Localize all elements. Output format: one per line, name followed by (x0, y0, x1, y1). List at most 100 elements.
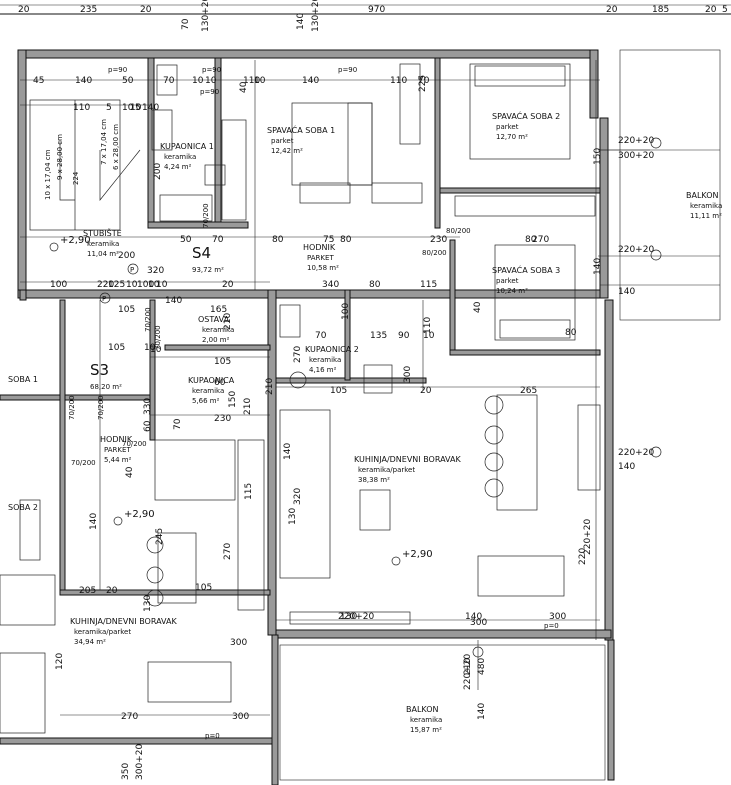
dimension: 125 (108, 280, 125, 290)
dimension: 130 (288, 508, 298, 525)
dimension: 140 (89, 513, 99, 530)
room-area: 12,42 m² (271, 147, 303, 155)
room-name: SPAVAĆA SOBA 1 (267, 124, 335, 135)
door-stamp: p=90 (200, 88, 219, 96)
room-finish: keramika (410, 716, 442, 724)
dimension: 140 (165, 296, 182, 306)
dimension: 115 (244, 483, 254, 500)
dimension: 50 (180, 235, 192, 245)
dimension: 150 (593, 148, 603, 165)
room-name: OSTAVA (198, 315, 230, 324)
dimension: 220+20 (618, 245, 654, 255)
dimension: 140 (618, 287, 635, 297)
level-value: +2,90 (124, 509, 155, 520)
top-dimension: 20 (140, 5, 152, 15)
dimension: 480 (477, 658, 487, 675)
dimension: 225 (418, 75, 428, 92)
room-name: HODNIK (100, 435, 133, 444)
top-dimension: 140 (296, 13, 306, 30)
dimension: 10 (122, 103, 134, 113)
opening-size: 70/200 (97, 395, 105, 420)
dimension-node-icon (650, 137, 662, 149)
opening-size: 80/200 (422, 249, 447, 257)
room-area: 10,24 m² (496, 287, 528, 295)
dimension: 200 (118, 251, 135, 261)
dimension: 70 (418, 76, 430, 86)
stair-spec: 7 x 17,04 cm (100, 119, 108, 165)
stair-spec: 10 x 17,04 cm (44, 149, 52, 200)
room-finish: parket (496, 277, 519, 285)
dimension: 120 (55, 653, 65, 670)
door-stamp: p=90 (338, 66, 357, 74)
dimension: 110 (390, 76, 407, 86)
top-dimension-line (0, 4, 731, 15)
dimension: 135 (370, 331, 387, 341)
dimension: 20 (222, 280, 234, 290)
dimension-lines (20, 60, 720, 716)
dimension: 10 (130, 103, 142, 113)
unit-label: S3 (90, 361, 109, 379)
room-area: 2,00 m² (202, 336, 230, 344)
level-marker-icon (391, 556, 401, 566)
room-area: 11,04 m² (87, 250, 119, 258)
dimension: 220 (97, 280, 114, 290)
dimension: 340 (322, 280, 339, 290)
room-finish: keramika/parket (358, 466, 415, 474)
stair-spec: 9 x 28,00 cm (56, 134, 64, 180)
room-area: 10,58 m² (307, 264, 339, 272)
p-mark: P (130, 266, 134, 274)
dimension: 300 (549, 612, 566, 622)
dimension: 80 (565, 328, 577, 338)
p-mark-icon (127, 263, 139, 275)
dimension: 140 (618, 462, 635, 472)
room-name: KUPAONICA 1 (160, 142, 214, 151)
dimension: 330 (143, 398, 153, 415)
stair-length: 224 (72, 171, 80, 185)
dimension: 50 (122, 76, 134, 86)
room-name: KUHINJA/DNEVNI BORAVAK (70, 617, 177, 626)
dimension: 40 (125, 466, 135, 478)
dimension: 110 (73, 103, 90, 113)
dimension: 140 (75, 76, 92, 86)
dimension: 90 (398, 331, 410, 341)
room-area: 34,94 m² (74, 638, 106, 646)
dimension: 140 (465, 612, 482, 622)
unit-area: 93,72 m² (192, 266, 224, 274)
opening-size: 70/200 (154, 325, 162, 350)
room-name: SOBA 1 (8, 375, 38, 384)
dimension: 100 (50, 280, 67, 290)
p-mark: P (102, 295, 106, 303)
room-finish: keramika (309, 356, 341, 364)
dimension: 70 (212, 235, 224, 245)
dimension: 10 (205, 76, 217, 86)
room-area: 12,70 m² (496, 133, 528, 141)
top-dimension: 20 (705, 5, 717, 15)
dimension: 80 (272, 235, 284, 245)
dimension: 300+20 (618, 151, 654, 161)
dimension: 220+20 (618, 448, 654, 458)
room-finish: PARKET (307, 254, 334, 262)
room-area: 5,44 m² (104, 456, 132, 464)
opening-size: 70/200 (202, 203, 210, 228)
top-dimension: 20 (18, 5, 30, 15)
room-area: 4,16 m² (309, 366, 337, 374)
room-finish: keramika (202, 326, 234, 334)
dimension: 270 (532, 235, 549, 245)
dimension: 45 (33, 76, 44, 86)
dimension: 105 (108, 343, 125, 353)
dimension: 210 (463, 658, 473, 675)
opening-size: 70/200 (71, 459, 96, 467)
door-stamp: p=0 (544, 622, 559, 630)
dimension: 40 (239, 81, 249, 93)
dimension: 220+20 (338, 612, 374, 622)
level-marker-icon (113, 516, 123, 526)
dimension: 320 (293, 488, 303, 505)
dimension: 10 (156, 280, 168, 290)
dimension: 230 (430, 235, 447, 245)
dimension: 200 (153, 163, 163, 180)
dimension: 140 (283, 443, 293, 460)
furniture (0, 63, 601, 734)
dimension: 105 (118, 305, 135, 315)
room-finish: keramika (87, 240, 119, 248)
